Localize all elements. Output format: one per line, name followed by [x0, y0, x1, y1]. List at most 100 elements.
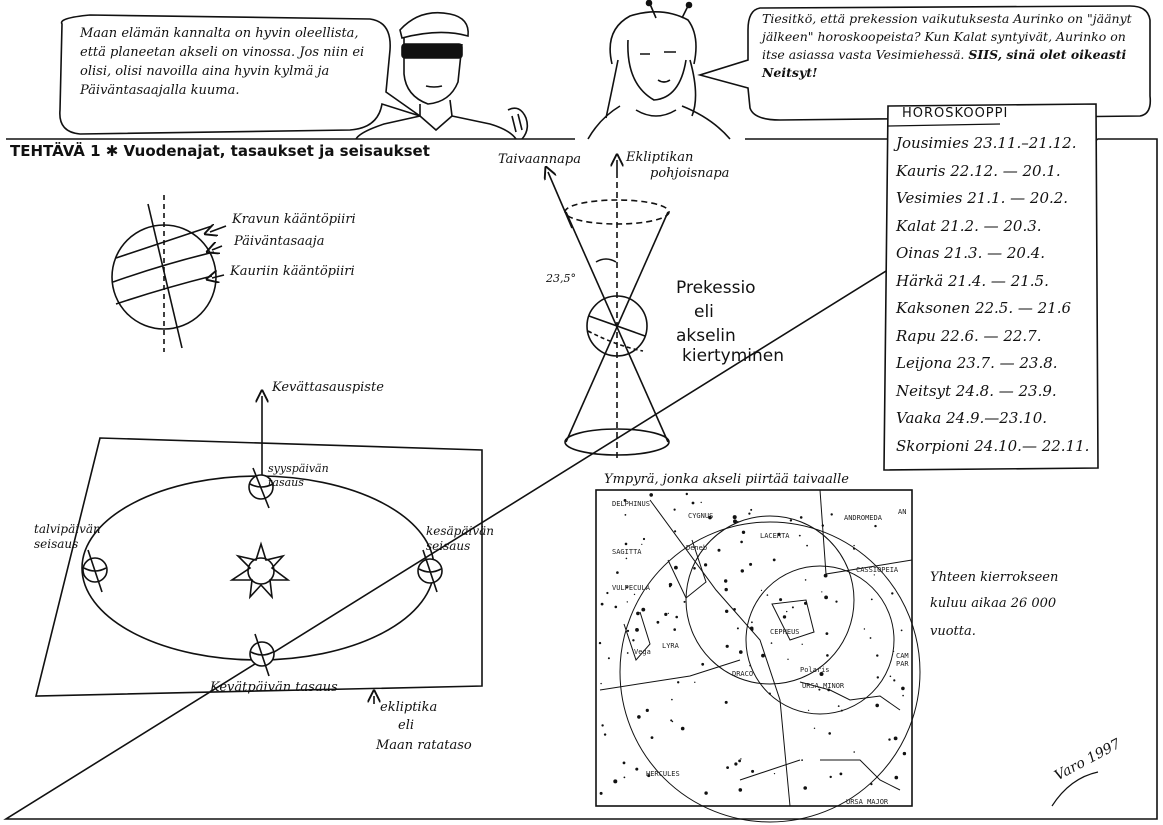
- star-dot: [863, 628, 866, 630]
- star-dot: [740, 569, 744, 573]
- precession-title-4: kiertyminen: [682, 346, 785, 366]
- horoscope-sign-dates: 24.9.—23.10.: [941, 409, 1048, 427]
- star-dot: [601, 724, 604, 727]
- woman-with-antennae: [587, 0, 731, 140]
- star-dot: [732, 515, 737, 520]
- star-dot: [799, 516, 803, 519]
- constellation-label: Deneb: [686, 544, 708, 552]
- star-dot: [901, 686, 905, 691]
- star-dot: [670, 719, 673, 722]
- star-dot: [622, 761, 626, 765]
- star-map: [595, 489, 921, 823]
- label-tilt-angle: 23,5°: [546, 272, 576, 285]
- star-dot: [891, 592, 894, 595]
- precession-title-2: eli: [694, 302, 714, 322]
- star-dot: [750, 628, 754, 631]
- star-dot: [830, 513, 833, 516]
- label-ecliptic-pole-1: Ekliptikan: [626, 150, 694, 165]
- star-dot: [827, 688, 831, 692]
- constellation-label: ANDROMEDA: [844, 514, 882, 522]
- constellation-label: URSA MAJOR: [846, 798, 889, 806]
- star-dot: [826, 654, 829, 657]
- star-dot: [624, 514, 627, 516]
- star-dot: [600, 682, 602, 685]
- star-dot: [798, 534, 801, 537]
- star-dot: [649, 493, 653, 497]
- horoscope-sign-name: Vaaka: [896, 409, 942, 427]
- horoscope-row: Kaksonen 22.5. — 21.6: [896, 299, 1071, 317]
- star-dot: [770, 642, 773, 644]
- star-dot: [876, 676, 879, 679]
- star-dot: [738, 788, 743, 792]
- label-equator: Päiväntasaaja: [234, 234, 325, 249]
- star-dot: [773, 773, 776, 775]
- star-dot: [641, 607, 646, 612]
- horoscope-sign-dates: 21.4. — 21.5.: [943, 271, 1049, 290]
- star-dot: [635, 628, 639, 632]
- horoscope-sign-dates: 22.6. — 22.7.: [935, 326, 1042, 345]
- horoscope-sign-dates: 22.5. — 21.6: [970, 299, 1072, 317]
- star-dot: [724, 587, 728, 592]
- star-dot: [824, 595, 828, 600]
- star-dot: [733, 519, 737, 524]
- horoscope-row: Jousimies 23.11.–21.12.: [896, 134, 1077, 152]
- star-dot: [888, 738, 891, 741]
- cycle-note-1: Yhteen kierrokseen: [930, 570, 1059, 585]
- globe-diagram: [111, 195, 227, 352]
- star-dot: [614, 605, 618, 609]
- star-dot: [671, 698, 673, 701]
- right-bubble-body: Tiesitkö, että prekession vaikutuksesta …: [762, 11, 1132, 62]
- horoscope-card-border: [883, 103, 1099, 471]
- horoscope-title: HOROSKOOPPI: [902, 106, 1009, 121]
- star-dot: [808, 709, 810, 712]
- precession-title-1: Prekessio: [676, 278, 756, 298]
- star-dot: [902, 694, 904, 697]
- star-dot: [691, 501, 695, 505]
- star-dot: [803, 786, 807, 790]
- constellation-label: Polaris: [800, 666, 830, 674]
- star-dot: [869, 637, 872, 639]
- star-dot: [674, 565, 678, 570]
- horoscope-sign-dates: 23.11.–21.12.: [968, 134, 1077, 152]
- star-dot: [893, 736, 898, 741]
- star-dot: [635, 767, 639, 771]
- star-dot: [821, 591, 823, 593]
- constellation-label: AN: [898, 508, 907, 516]
- star-dot: [806, 544, 808, 547]
- horoscope-sign-dates: 24.8. — 23.9.: [951, 381, 1057, 400]
- star-dot: [633, 593, 636, 596]
- star-dot: [789, 519, 793, 522]
- horoscope-sign-dates: 23.7. — 23.8.: [951, 354, 1058, 372]
- star-dot: [736, 627, 739, 630]
- horoscope-row: Neitsyt 24.8. — 23.9.: [896, 382, 1057, 400]
- cycle-note-3: vuotta.: [930, 624, 976, 639]
- horoscope-row: Leijona 23.7. — 23.8.: [896, 354, 1058, 372]
- horoscope-row: Kalat 21.2. — 20.3.: [896, 217, 1042, 235]
- star-dot: [749, 664, 751, 667]
- star-dot: [674, 530, 677, 533]
- cycle-note-2: kuluu aikaa 26 000: [930, 596, 1057, 611]
- constellation-label: VULPECULA: [612, 584, 650, 592]
- star-dot: [779, 598, 783, 602]
- horoscope-sign-dates: 21.2. — 20.3.: [935, 216, 1042, 235]
- star-dot: [624, 542, 628, 546]
- horoscope-sign-name: Kalat: [896, 216, 936, 235]
- star-dot: [625, 586, 629, 589]
- star-dot: [840, 709, 843, 712]
- star-dot: [623, 499, 627, 502]
- star-dot: [751, 621, 753, 624]
- star-dot: [874, 524, 877, 528]
- star-dot: [801, 643, 803, 645]
- horoscope-row: Rapu 22.6. — 22.7.: [896, 327, 1041, 345]
- constellation-label: DRACO: [732, 670, 754, 678]
- precession-title-3: akselin: [676, 326, 736, 346]
- constellation-label: LYRA: [662, 642, 679, 650]
- star-dot: [701, 662, 705, 666]
- constellation-label: SAGITTA: [612, 548, 642, 556]
- star-dot: [667, 612, 669, 615]
- star-dot: [821, 524, 824, 527]
- star-dot: [853, 751, 855, 753]
- star-dot: [647, 774, 651, 778]
- horoscope-row: Oinas 21.3. — 20.4.: [896, 244, 1045, 262]
- horoscope-list: Jousimies 23.11.–21.12.Kauris 22.12. — 2…: [896, 134, 1092, 464]
